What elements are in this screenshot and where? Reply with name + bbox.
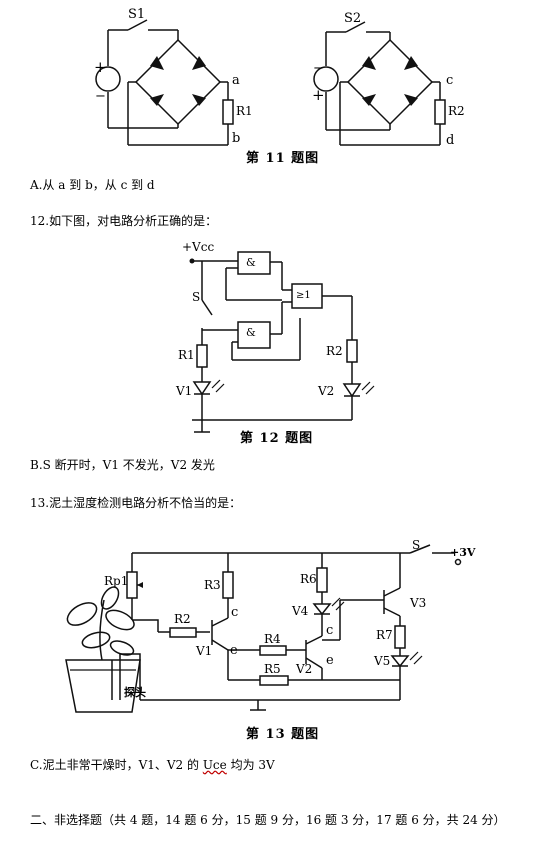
fig13-label-v5: V5 [374, 654, 391, 668]
fig13-label-r4: R4 [264, 632, 281, 646]
figure-13-circuit [65, 544, 462, 713]
fig11-label-plus-left: + [94, 58, 107, 76]
fig13-label-r3: R3 [204, 578, 221, 592]
resistor-r6 [316, 567, 328, 593]
led-v5-icon [390, 655, 410, 668]
fig13-label-v2: V2 [296, 662, 313, 676]
fig13-label-e2: e [326, 653, 334, 668]
fig12-gate2-symbol: & [246, 326, 256, 339]
fig11-label-d: d [446, 133, 455, 148]
answer-13-text-before: C.泥土非常干燥时，V1、V2 的 [30, 758, 203, 772]
fig13-label-v4: V4 [292, 604, 309, 618]
answer-12: B.S 断开时，V1 不发光，V2 发光 [30, 458, 215, 472]
fig12-label-v1: V1 [176, 384, 193, 398]
led-v4-icon [312, 603, 332, 616]
ac-source-icon [95, 66, 121, 92]
fig13-label-r6: R6 [300, 572, 317, 586]
fig12-gate1-symbol: & [246, 256, 256, 269]
resistor-r5 [259, 675, 289, 686]
resistor-r2 [169, 627, 197, 638]
fig13-label-rp1: Rp1 [104, 574, 129, 588]
fig11-label-b: b [232, 131, 241, 146]
fig13-label-v3: V3 [410, 596, 427, 610]
figure-12-circuit [189, 251, 375, 433]
fig12-label-r2: R2 [326, 344, 343, 358]
led-v1-icon [192, 381, 212, 396]
fig12-label-s: S [192, 290, 201, 304]
fig11-left-circuit [95, 19, 234, 146]
fig13-label-r5: R5 [264, 662, 281, 676]
figure-11-circuit [95, 19, 446, 146]
answer-13-uce: Uce [202, 758, 227, 772]
fig13-label-probe: 探头 [124, 686, 146, 699]
fig11-label-plus-right: + [312, 86, 325, 104]
fig11-label-r1: R1 [236, 104, 253, 118]
fig11-label-s2: S2 [344, 11, 362, 26]
fig11-label-c: c [446, 73, 454, 88]
fig13-caption: 第 13 题图 [246, 727, 320, 742]
fig11-label-minus-left: − [95, 89, 106, 104]
question-12: 12.如下图，对电路分析正确的是： [30, 214, 218, 228]
resistor-r7 [394, 625, 406, 649]
fig13-label-s: S [412, 538, 421, 552]
answer-13: C.泥土非常干燥时，V1、V2 的 Uce 均为 3V [30, 758, 275, 772]
answer-11: A.从 a 到 b，从 c 到 d [30, 178, 155, 192]
resistor-r3 [222, 571, 234, 599]
fig13-label-c1: c [231, 605, 239, 620]
fig13-label-r2: R2 [174, 612, 191, 626]
fig12-label-r1: R1 [178, 348, 195, 362]
answer-13-text-after: 均为 3V [226, 758, 275, 772]
question-13: 13.泥土湿度检测电路分析不恰当的是： [30, 496, 242, 510]
fig12-or-symbol: ≥1 [296, 290, 311, 301]
fig11-right-circuit [313, 21, 446, 146]
and-gate-1 [237, 251, 271, 275]
resistor-r4 [259, 645, 287, 656]
fig11-caption: 第 11 题图 [246, 151, 320, 166]
fig12-label-vcc: +Vcc [182, 240, 215, 254]
and-gate-2 [237, 321, 271, 349]
fig11-label-s1: S1 [128, 7, 146, 22]
fig11-label-r2: R2 [448, 104, 465, 118]
fig11-label-a: a [232, 73, 240, 88]
fig13-label-v1: V1 [196, 644, 213, 658]
fig11-label-minus-right: − [313, 61, 324, 76]
fig13-label-r7: R7 [376, 628, 393, 642]
section-2-heading: 二、非选择题（共 4 题，14 题 6 分，15 题 9 分，16 题 3 分，… [30, 813, 506, 827]
led-v2-icon [342, 383, 362, 398]
fig13-label-e1: e [230, 643, 238, 658]
fig13-label-c2: c [326, 623, 334, 638]
ac-source-icon [313, 66, 339, 92]
plant-pot-icon [65, 586, 159, 713]
fig12-caption: 第 12 题图 [240, 431, 314, 446]
potentiometer-rp1 [126, 571, 138, 599]
fig13-label-supply: +3V [450, 546, 476, 559]
fig12-label-v2: V2 [318, 384, 335, 398]
